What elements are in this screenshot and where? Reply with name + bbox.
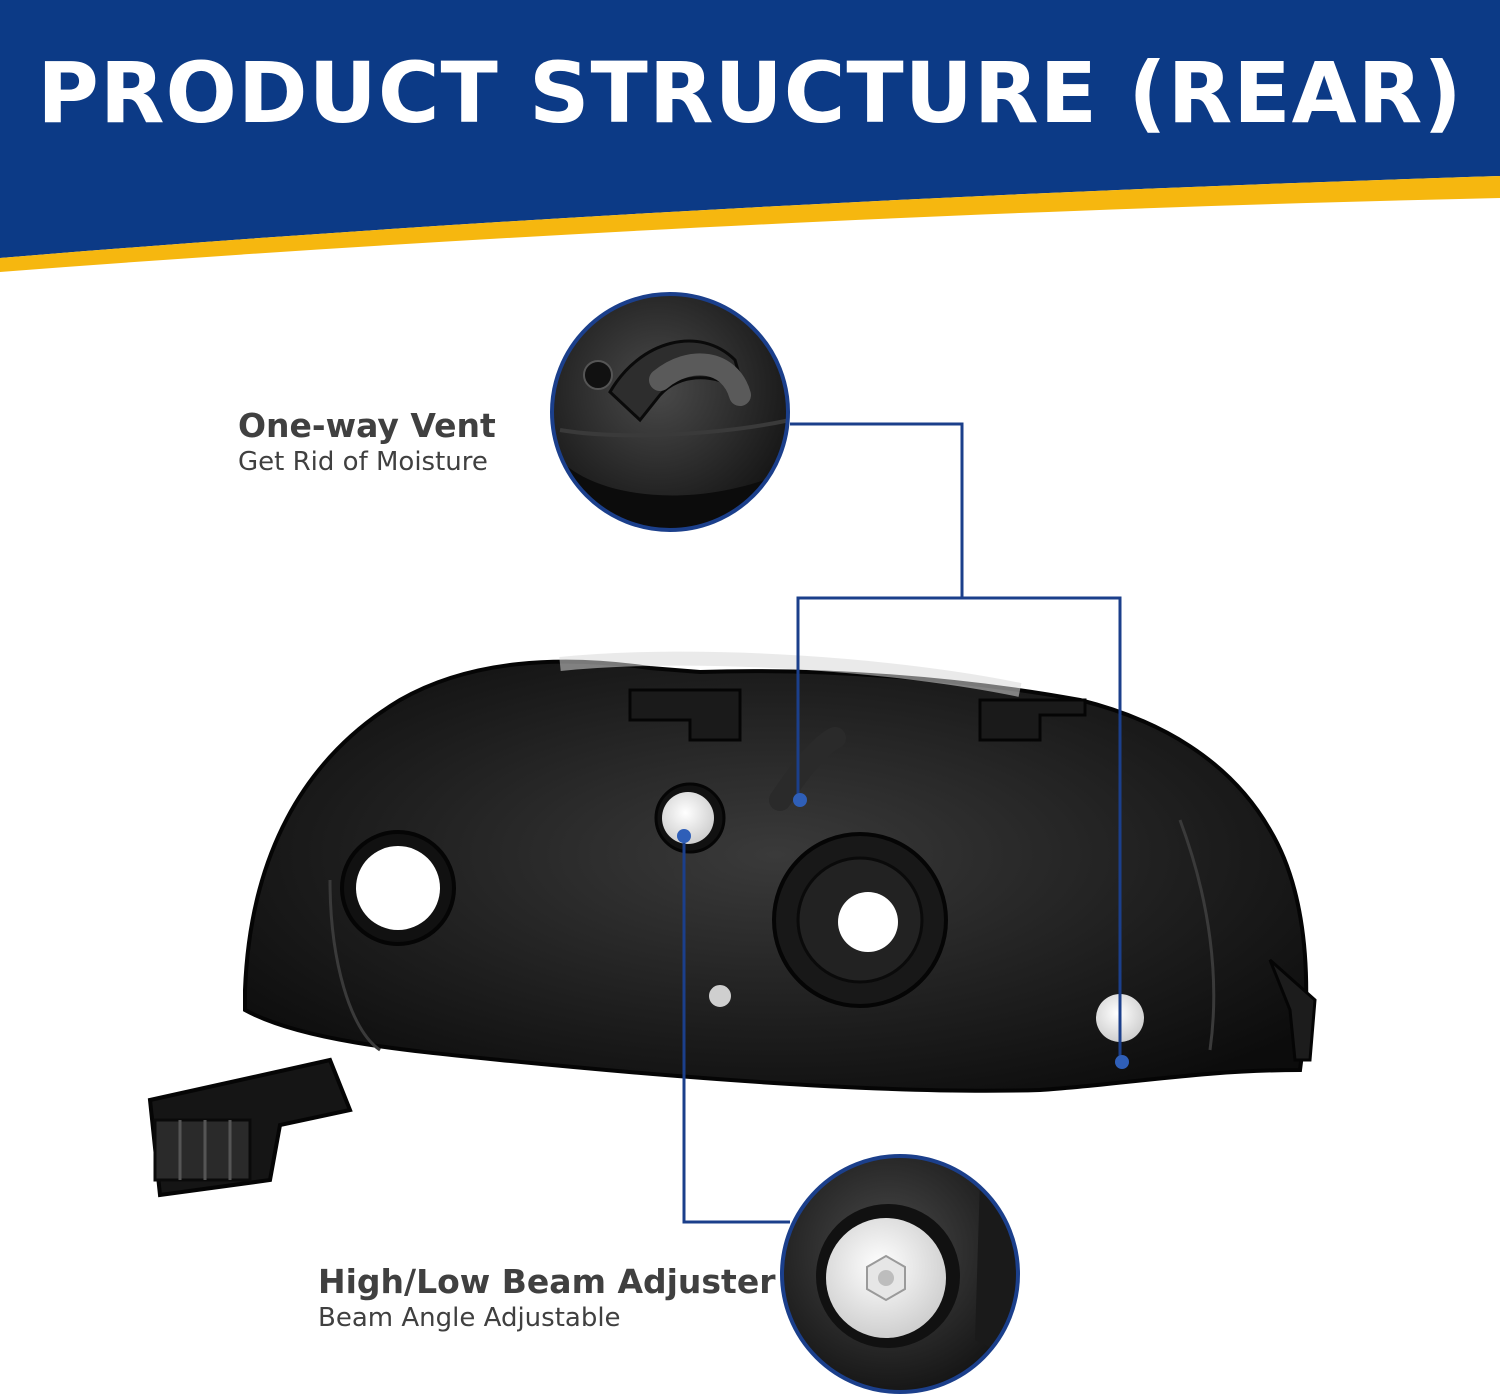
beam-zoom-circle: [780, 1154, 1020, 1394]
vent-marker: [793, 793, 807, 807]
beam-callout-subtitle: Beam Angle Adjustable: [318, 1303, 621, 1333]
vent-callout-title: One-way Vent: [238, 406, 496, 445]
beam-marker: [677, 829, 691, 843]
vent-callout-subtitle: Get Rid of Moisture: [238, 447, 488, 477]
beam-callout: High/Low Beam Adjuster Beam Angle Adjust…: [318, 1262, 776, 1334]
vent-zoom-circle: [550, 292, 790, 532]
header-banner: [0, 0, 1500, 272]
headlight-housing: [147, 651, 1317, 1198]
beam-callout-title: High/Low Beam Adjuster: [318, 1262, 776, 1301]
page-title: PRODUCT STRUCTURE (REAR): [37, 44, 1463, 142]
right-adjuster-marker: [1115, 1055, 1129, 1069]
vent-callout: One-way Vent Get Rid of Moisture: [238, 406, 496, 478]
leader-lines: [682, 422, 1122, 1224]
